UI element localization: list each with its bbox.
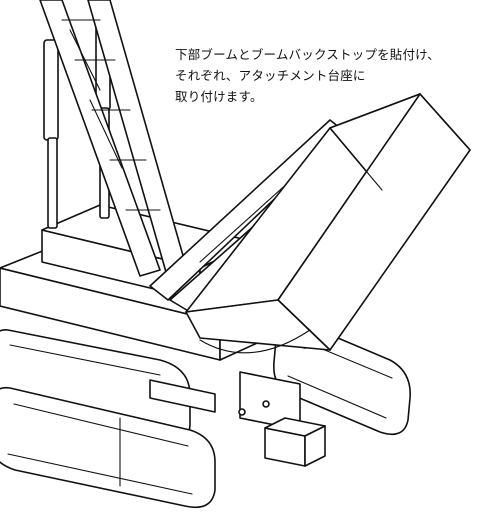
swing-ring — [199, 329, 311, 354]
boom-foot-box — [185, 93, 471, 351]
left-crawler-track-front — [0, 386, 216, 509]
caption-line-3: 取り付けます。 — [175, 89, 263, 104]
caption-text: 下部ブームとブームバックストップを貼付け、 それぞれ、アタッチメント台座に 取り… — [175, 44, 475, 107]
caption-line-2: それぞれ、アタッチメント台座に — [175, 68, 366, 83]
caption-line-1: 下部ブームとブームバックストップを貼付け、 — [175, 47, 440, 62]
